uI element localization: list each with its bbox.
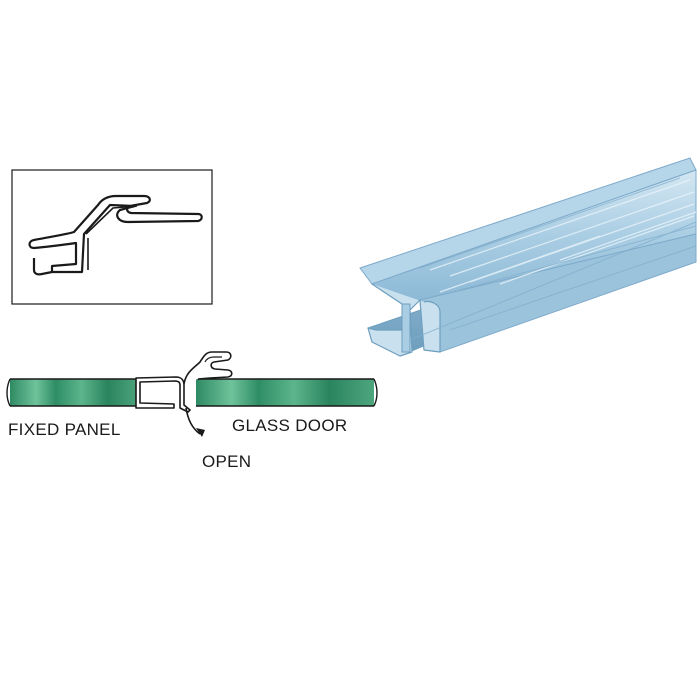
seal-profile (135, 376, 191, 413)
profile-inset (11, 169, 213, 305)
glass-door-right-edge (373, 378, 378, 407)
strip-shadow-streaks (409, 177, 697, 341)
fixed-panel-glass (10, 379, 140, 406)
fixed-panel-label: FIXED PANEL (8, 420, 121, 439)
profile-foot (32, 258, 53, 276)
seal-hook-inner (204, 356, 222, 363)
glass-assembly (6, 351, 378, 413)
fixed-panel-left-edge (6, 378, 11, 407)
profile-cross-section (28, 194, 203, 274)
strip-streaks (429, 179, 697, 293)
profile-inner-line (85, 205, 138, 270)
strip-web (401, 303, 411, 353)
glass-door-label: GLASS DOOR (232, 416, 348, 435)
seal-strip-render (359, 157, 697, 357)
inset-frame (11, 169, 213, 305)
curved-arrow-icon (185, 407, 205, 437)
seal-hook (183, 351, 233, 385)
glass-door-glass (196, 379, 374, 406)
open-label: OPEN (202, 452, 252, 471)
